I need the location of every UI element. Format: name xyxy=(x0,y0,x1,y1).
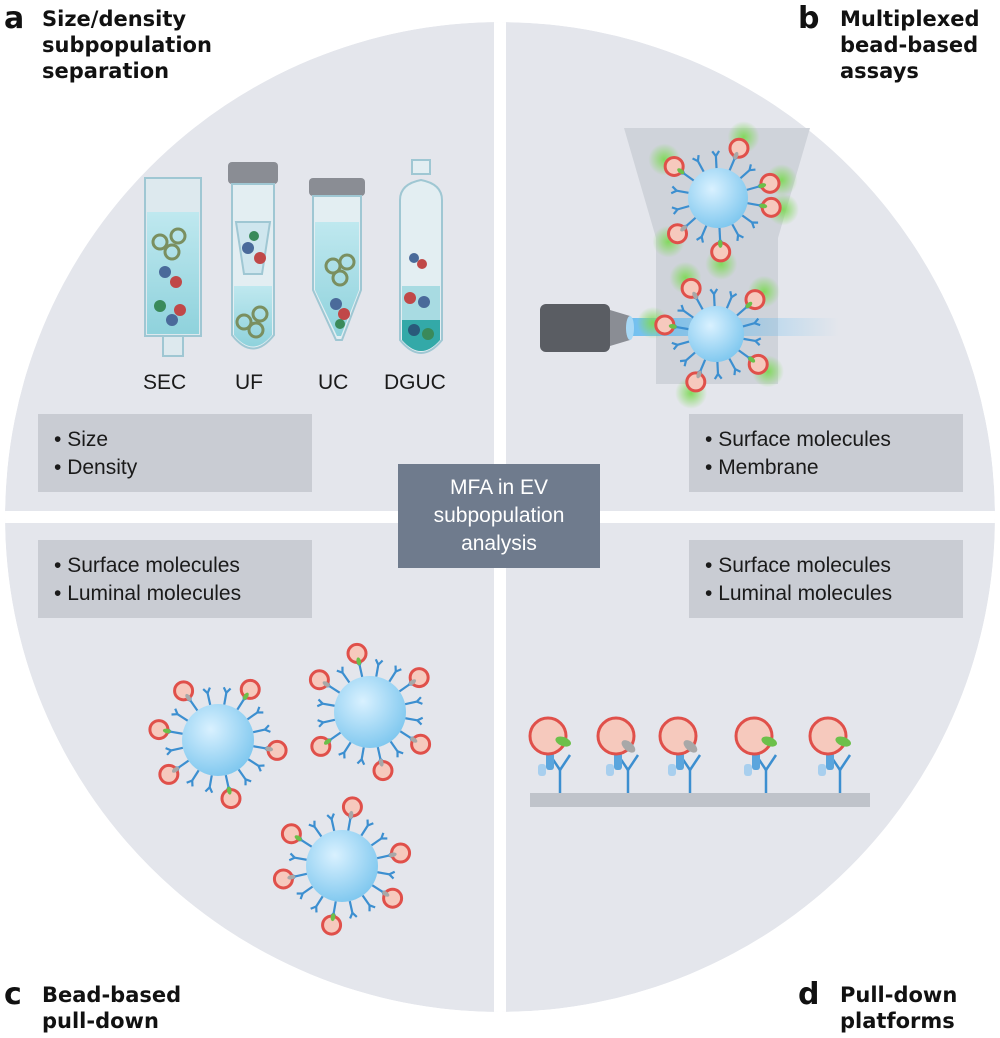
extracellular-vesicle xyxy=(272,868,296,890)
extracellular-vesicle xyxy=(148,719,171,741)
extracellular-vesicle xyxy=(382,887,404,909)
extracellular-vesicle xyxy=(734,716,777,756)
capture-bead xyxy=(308,642,432,782)
panel-a-letter: a xyxy=(4,1,25,36)
bullet-item: Membrane xyxy=(705,454,963,482)
extracellular-vesicle xyxy=(654,314,677,336)
panel-b-letter: b xyxy=(798,1,820,36)
panel-d-letter: d xyxy=(798,977,820,1012)
bullet-item: Size xyxy=(54,426,312,454)
flow-beads xyxy=(636,121,799,409)
extracellular-vesicle xyxy=(528,716,571,756)
ev-cluster xyxy=(154,266,186,326)
extracellular-vesicle xyxy=(808,716,851,756)
extracellular-vesicle xyxy=(321,913,343,936)
extracellular-vesicle xyxy=(158,763,180,785)
bullet-item: Density xyxy=(54,454,312,482)
bullet-item: Surface molecules xyxy=(705,426,963,454)
extracellular-vesicle xyxy=(747,353,769,375)
bullet-item: Luminal molecules xyxy=(54,580,312,608)
extracellular-vesicle xyxy=(372,758,394,782)
extracellular-vesicle xyxy=(341,796,363,819)
capture-bead xyxy=(272,796,412,936)
extracellular-vesicle xyxy=(410,733,432,755)
capture-bead xyxy=(648,121,799,280)
bullet-item: Luminal molecules xyxy=(705,580,963,608)
extracellular-vesicle xyxy=(685,370,707,393)
tube-label-dguc: DGUC xyxy=(384,371,446,394)
uc-tube xyxy=(309,178,365,341)
immobilized-antibody xyxy=(818,752,852,793)
sec-column xyxy=(144,177,202,357)
tube-label-uf: UF xyxy=(235,371,263,394)
immobilized-antibody xyxy=(744,752,778,793)
extracellular-vesicle xyxy=(596,716,636,756)
tube-label-sec: SEC xyxy=(143,371,187,394)
panel-d-bullets: Surface molecules Luminal molecules xyxy=(689,540,963,618)
extracellular-vesicle xyxy=(173,680,195,702)
immobilized-antibody xyxy=(538,752,572,793)
immobilized-antibody xyxy=(668,752,702,793)
extracellular-vesicle xyxy=(744,289,766,311)
tube-label-uc: UC xyxy=(318,371,349,394)
platform-antibodies xyxy=(528,716,852,793)
panel-c-letter: c xyxy=(4,977,22,1012)
center-label-box: MFA in EV subpopulation analysis xyxy=(398,464,600,568)
extracellular-vesicle xyxy=(759,196,782,218)
extracellular-vesicle xyxy=(663,155,685,177)
extracellular-vesicle xyxy=(265,739,288,761)
capture-bead xyxy=(148,678,288,810)
immobilized-antibody xyxy=(606,752,640,793)
panel-a-bullets: Size Density xyxy=(38,414,312,492)
extracellular-vesicle xyxy=(220,786,242,810)
extracellular-vesicle xyxy=(667,223,689,245)
pulldown-beads xyxy=(148,642,432,936)
objective-lens xyxy=(540,304,634,352)
dguc-tube xyxy=(399,159,443,354)
extracellular-vesicle xyxy=(710,239,732,263)
extracellular-vesicle xyxy=(658,716,698,756)
bullet-item: Surface molecules xyxy=(705,552,963,580)
capture-bead xyxy=(636,261,784,409)
extracellular-vesicle xyxy=(758,172,781,194)
panel-b-bullets: Surface molecules Membrane xyxy=(689,414,963,492)
extracellular-vesicle xyxy=(728,137,750,160)
platform-surface xyxy=(530,793,870,807)
extracellular-vesicle xyxy=(308,669,330,691)
extracellular-vesicle xyxy=(239,678,261,700)
extracellular-vesicle xyxy=(280,823,302,845)
uf-tube xyxy=(228,162,278,350)
extracellular-vesicle xyxy=(310,735,332,757)
extracellular-vesicle xyxy=(680,277,702,300)
extracellular-vesicle xyxy=(388,842,412,864)
bullet-item: Surface molecules xyxy=(54,552,312,580)
extracellular-vesicle xyxy=(408,667,430,689)
extracellular-vesicle xyxy=(346,642,368,666)
panel-c-bullets: Surface molecules Luminal molecules xyxy=(38,540,312,618)
